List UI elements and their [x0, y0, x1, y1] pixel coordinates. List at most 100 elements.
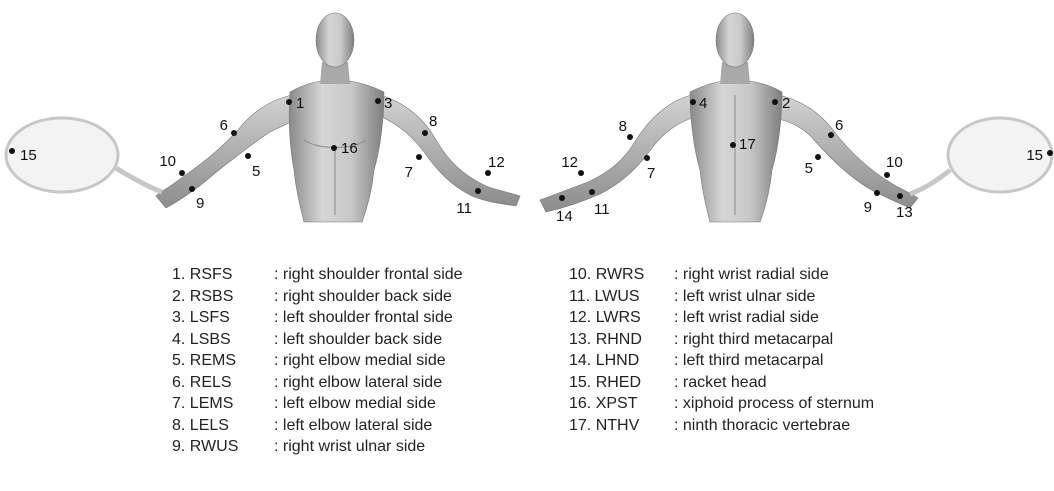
legend-description: : left elbow lateral side	[274, 415, 432, 437]
marker-dot-4	[690, 99, 696, 105]
marker-dot-6	[231, 130, 237, 136]
marker-dot-11	[475, 188, 481, 194]
legend-description: : racket head	[674, 372, 767, 394]
marker-dot-9	[189, 186, 195, 192]
marker-label-15: 15	[20, 147, 37, 164]
legend-description: : xiphoid process of sternum	[674, 393, 874, 415]
legend-key: 8. LELS	[172, 415, 274, 437]
legend-row: 13. RHND: right third metacarpal	[569, 329, 874, 351]
marker-label-5: 5	[252, 163, 260, 180]
marker-dot-15	[1047, 150, 1053, 156]
legend-description: : right wrist ulnar side	[274, 436, 425, 458]
legend-key: 10. RWRS	[569, 264, 674, 286]
marker-label-9: 9	[196, 195, 204, 212]
marker-label-1: 1	[296, 95, 304, 112]
legend-row: 14. LHND: left third metacarpal	[569, 350, 874, 372]
marker-dot-11	[589, 189, 595, 195]
legend-row: 1. RSFS: right shoulder frontal side	[172, 264, 463, 286]
marker-dot-7	[416, 154, 422, 160]
marker-dot-17	[730, 142, 736, 148]
marker-dot-3	[375, 98, 381, 104]
marker-label-12: 12	[561, 154, 578, 171]
front-head	[316, 13, 354, 67]
legend-description: : right wrist radial side	[674, 264, 829, 286]
back-right-arm	[774, 95, 918, 208]
legend-description: : right third metacarpal	[674, 329, 833, 351]
front-figure	[6, 13, 520, 222]
legend-key: 15. RHED	[569, 372, 674, 394]
legend-row: 12. LWRS: left wrist radial side	[569, 307, 874, 329]
front-right-arm	[156, 95, 298, 208]
front-left-arm	[378, 95, 520, 206]
marker-label-11: 11	[594, 201, 610, 218]
legend-row: 2. RSBS: right shoulder back side	[172, 286, 463, 308]
back-figure	[540, 13, 1052, 222]
legend-description: : right elbow medial side	[274, 350, 446, 372]
legend-key: 6. RELS	[172, 372, 274, 394]
marker-label-7: 7	[647, 165, 655, 182]
marker-dot-12	[578, 170, 584, 176]
body-marker-figure: 12345566778899101011111212131415151617	[0, 0, 1054, 240]
legend-key: 17. NTHV	[569, 415, 674, 437]
marker-label-10: 10	[159, 153, 176, 170]
marker-label-7: 7	[405, 164, 413, 181]
marker-label-11: 11	[456, 200, 472, 217]
marker-dot-14	[559, 195, 565, 201]
marker-label-8: 8	[429, 113, 437, 130]
legend-key: 1. RSFS	[172, 264, 274, 286]
marker-label-10: 10	[886, 154, 903, 171]
legend-description: : left shoulder frontal side	[274, 307, 453, 329]
marker-dot-5	[815, 154, 821, 160]
marker-dot-5	[245, 153, 251, 159]
marker-dot-1	[286, 99, 292, 105]
legend-row: 16. XPST: xiphoid process of sternum	[569, 393, 874, 415]
legend-description: : left wrist ulnar side	[674, 286, 815, 308]
legend-row: 3. LSFS: left shoulder frontal side	[172, 307, 463, 329]
marker-dot-13	[897, 193, 903, 199]
legend-key: 12. LWRS	[569, 307, 674, 329]
legend-key: 16. XPST	[569, 393, 674, 415]
marker-dot-10	[884, 172, 890, 178]
legend-row: 10. RWRS: right wrist radial side	[569, 264, 874, 286]
marker-label-9: 9	[864, 199, 872, 216]
legend-key: 11. LWUS	[569, 286, 674, 308]
legend-description: : right shoulder frontal side	[274, 264, 463, 286]
marker-dot-6	[828, 132, 834, 138]
marker-label-4: 4	[699, 95, 707, 112]
legend-description: : left elbow medial side	[274, 393, 436, 415]
legend-row: 7. LEMS: left elbow medial side	[172, 393, 463, 415]
legend-key: 9. RWUS	[172, 436, 274, 458]
marker-label-5: 5	[805, 160, 813, 177]
legend-key: 5. REMS	[172, 350, 274, 372]
marker-label-3: 3	[384, 95, 392, 112]
marker-label-2: 2	[782, 95, 790, 112]
legend-row: 4. LSBS: left shoulder back side	[172, 329, 463, 351]
legend-description: : ninth thoracic vertebrae	[674, 415, 850, 437]
marker-dot-2	[772, 99, 778, 105]
marker-label-12: 12	[488, 154, 505, 171]
marker-label-13: 13	[896, 204, 913, 221]
marker-label-6: 6	[220, 117, 228, 134]
marker-label-8: 8	[619, 118, 627, 135]
marker-dot-8	[422, 130, 428, 136]
legend-key: 14. LHND	[569, 350, 674, 372]
legend-key: 4. LSBS	[172, 329, 274, 351]
marker-dot-8	[627, 134, 633, 140]
legend-description: : right shoulder back side	[274, 286, 452, 308]
marker-label-14: 14	[556, 208, 573, 225]
legend-description: : left third metacarpal	[674, 350, 823, 372]
legend-row: 6. RELS: right elbow lateral side	[172, 372, 463, 394]
legend-key: 7. LEMS	[172, 393, 274, 415]
legend-description: : left wrist radial side	[674, 307, 819, 329]
legend-key: 3. LSFS	[172, 307, 274, 329]
legend-row: 9. RWUS: right wrist ulnar side	[172, 436, 463, 458]
legend-key: 2. RSBS	[172, 286, 274, 308]
marker-dot-16	[331, 145, 337, 151]
marker-label-16: 16	[341, 140, 358, 157]
back-head	[716, 13, 754, 67]
marker-label-15: 15	[1026, 147, 1043, 164]
legend-description: : right elbow lateral side	[274, 372, 442, 394]
